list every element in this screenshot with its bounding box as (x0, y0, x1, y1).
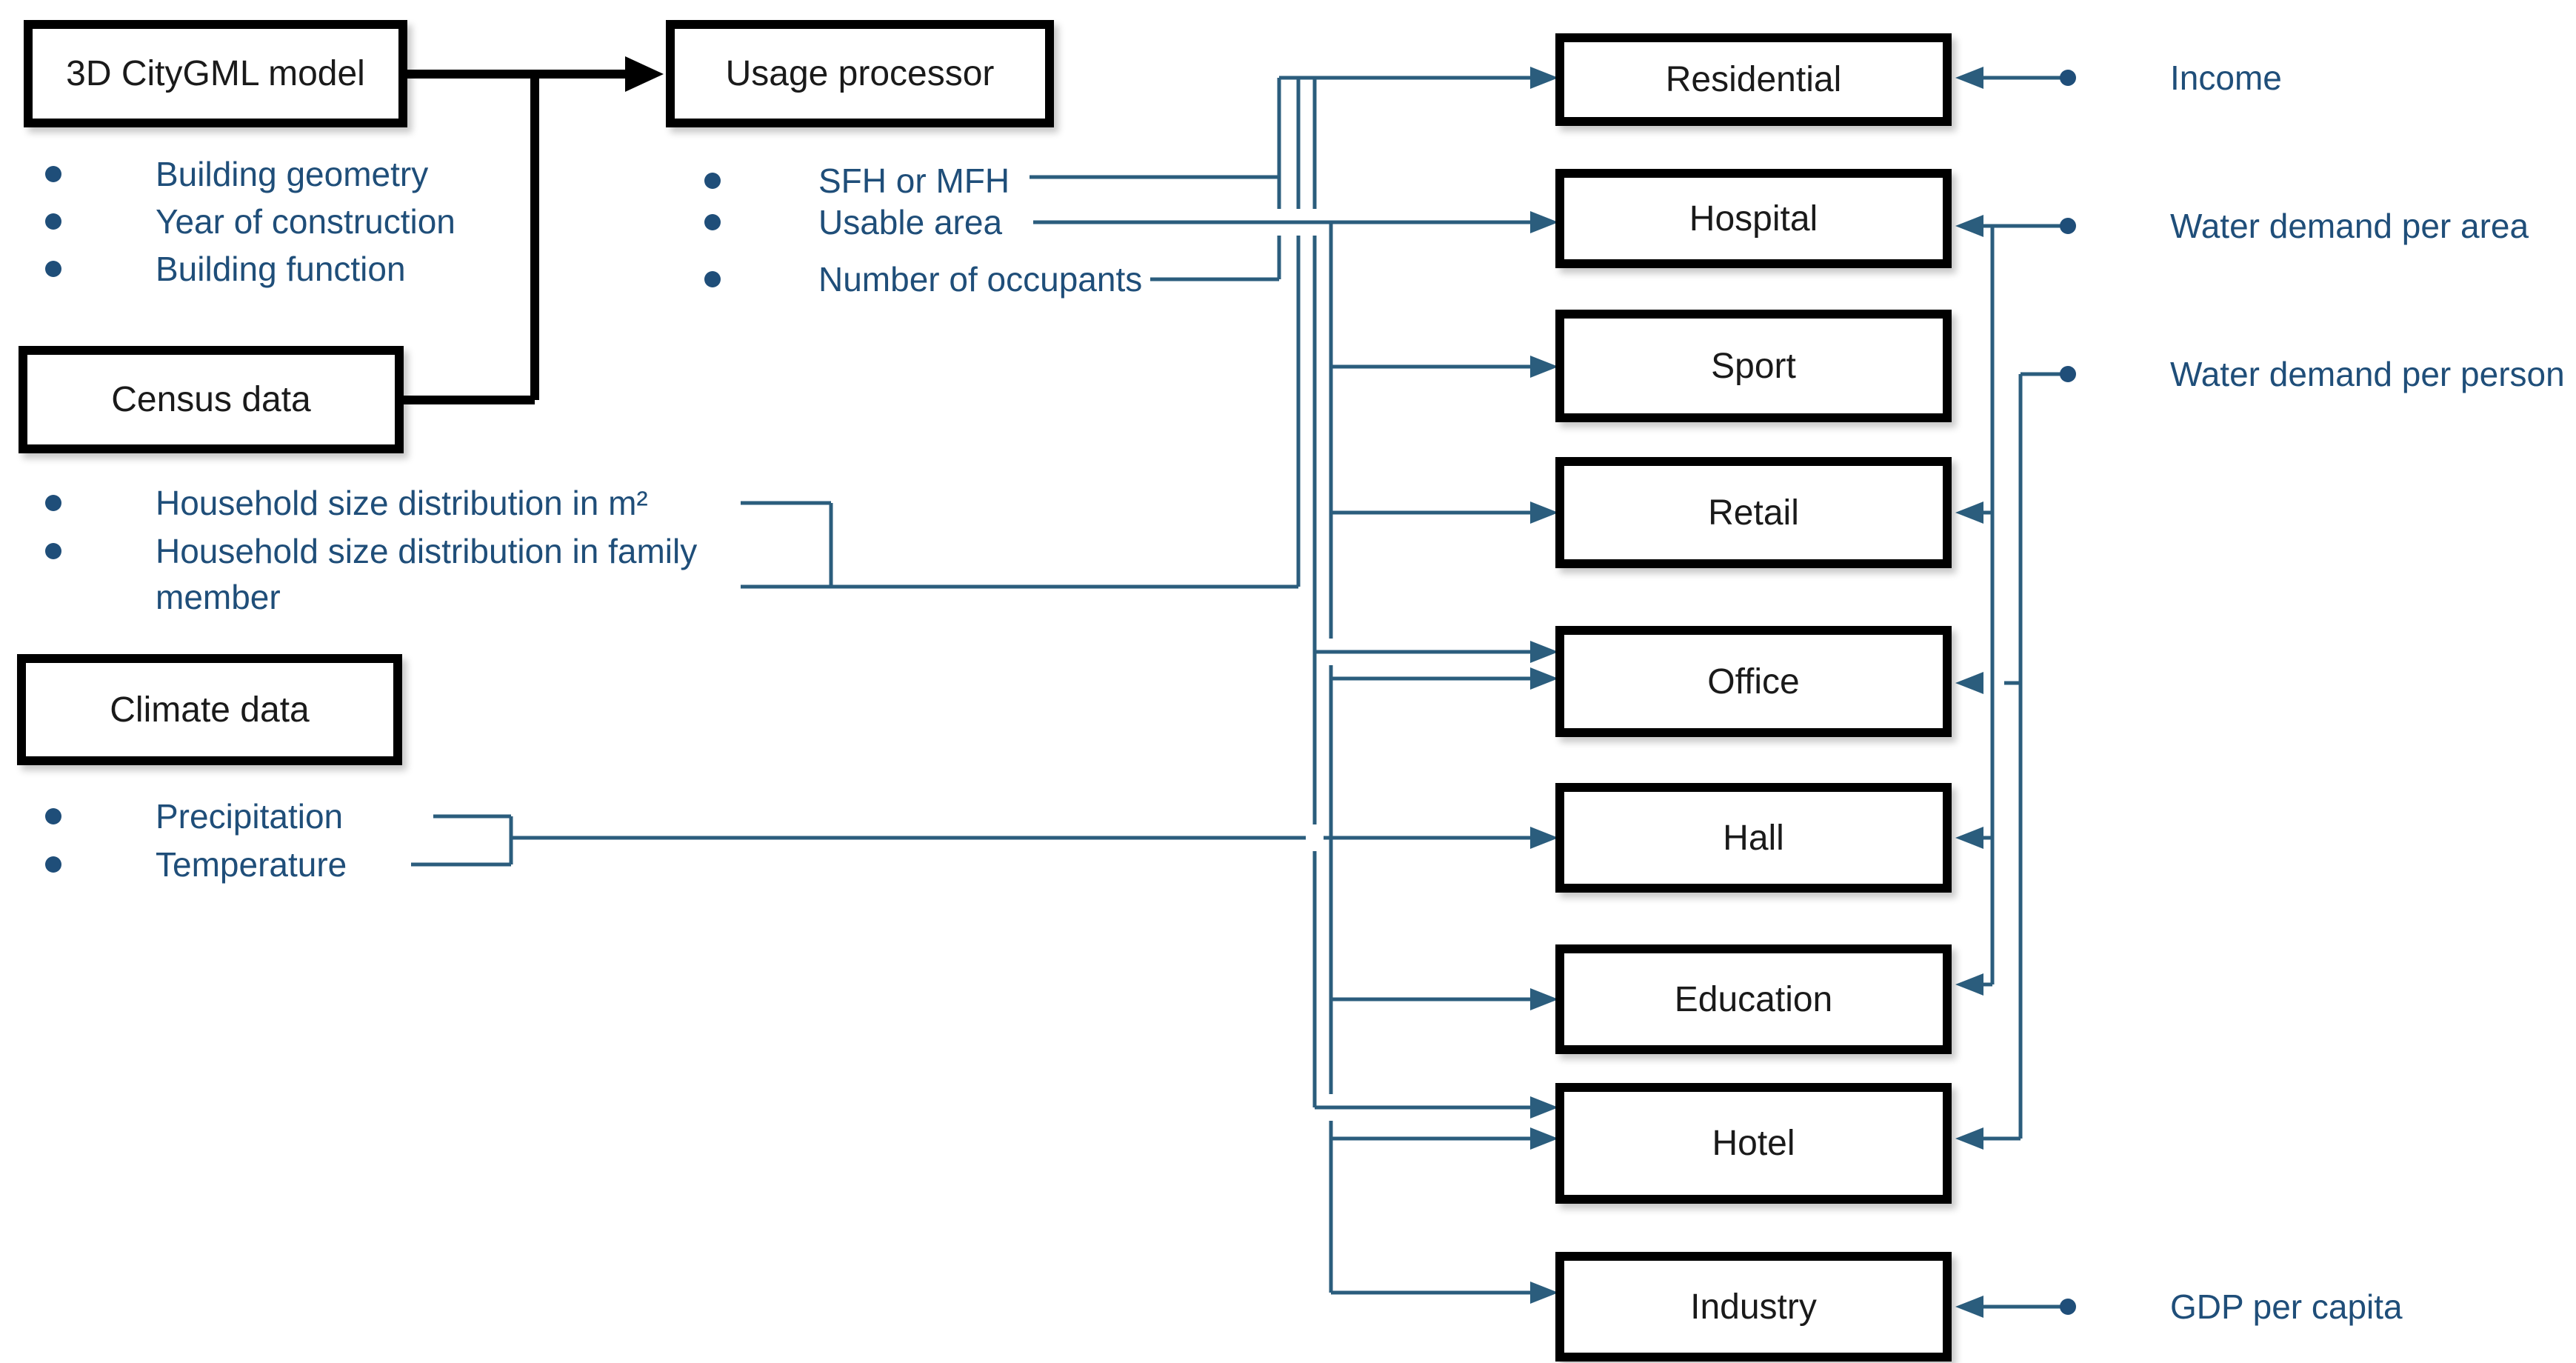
arrowhead-icon (1530, 501, 1558, 524)
arrowhead-icon (1530, 667, 1558, 690)
arrowhead-icon (1955, 1296, 1983, 1318)
arrowhead-icon (1530, 211, 1558, 233)
arrowhead-icon (1530, 1096, 1558, 1119)
arrowhead-icon (625, 56, 664, 92)
arrowhead-icon (1955, 1127, 1983, 1150)
arrowhead-icon (1530, 641, 1558, 663)
arrowhead-icon (1955, 215, 1983, 237)
arrowhead-icon (1955, 67, 1983, 89)
arrowhead-icon (1530, 827, 1558, 849)
arrowhead-icon (1530, 988, 1558, 1010)
arrowhead-icon (1955, 672, 1983, 694)
arrowhead-icon (1530, 67, 1558, 89)
arrowhead-icon (1955, 827, 1983, 849)
arrowhead-icon (1530, 1282, 1558, 1304)
arrowhead-icon (1530, 356, 1558, 378)
arrowhead-icon (1955, 501, 1983, 524)
arrowhead-icon (1955, 973, 1983, 996)
arrowhead-icon (1530, 1127, 1558, 1150)
